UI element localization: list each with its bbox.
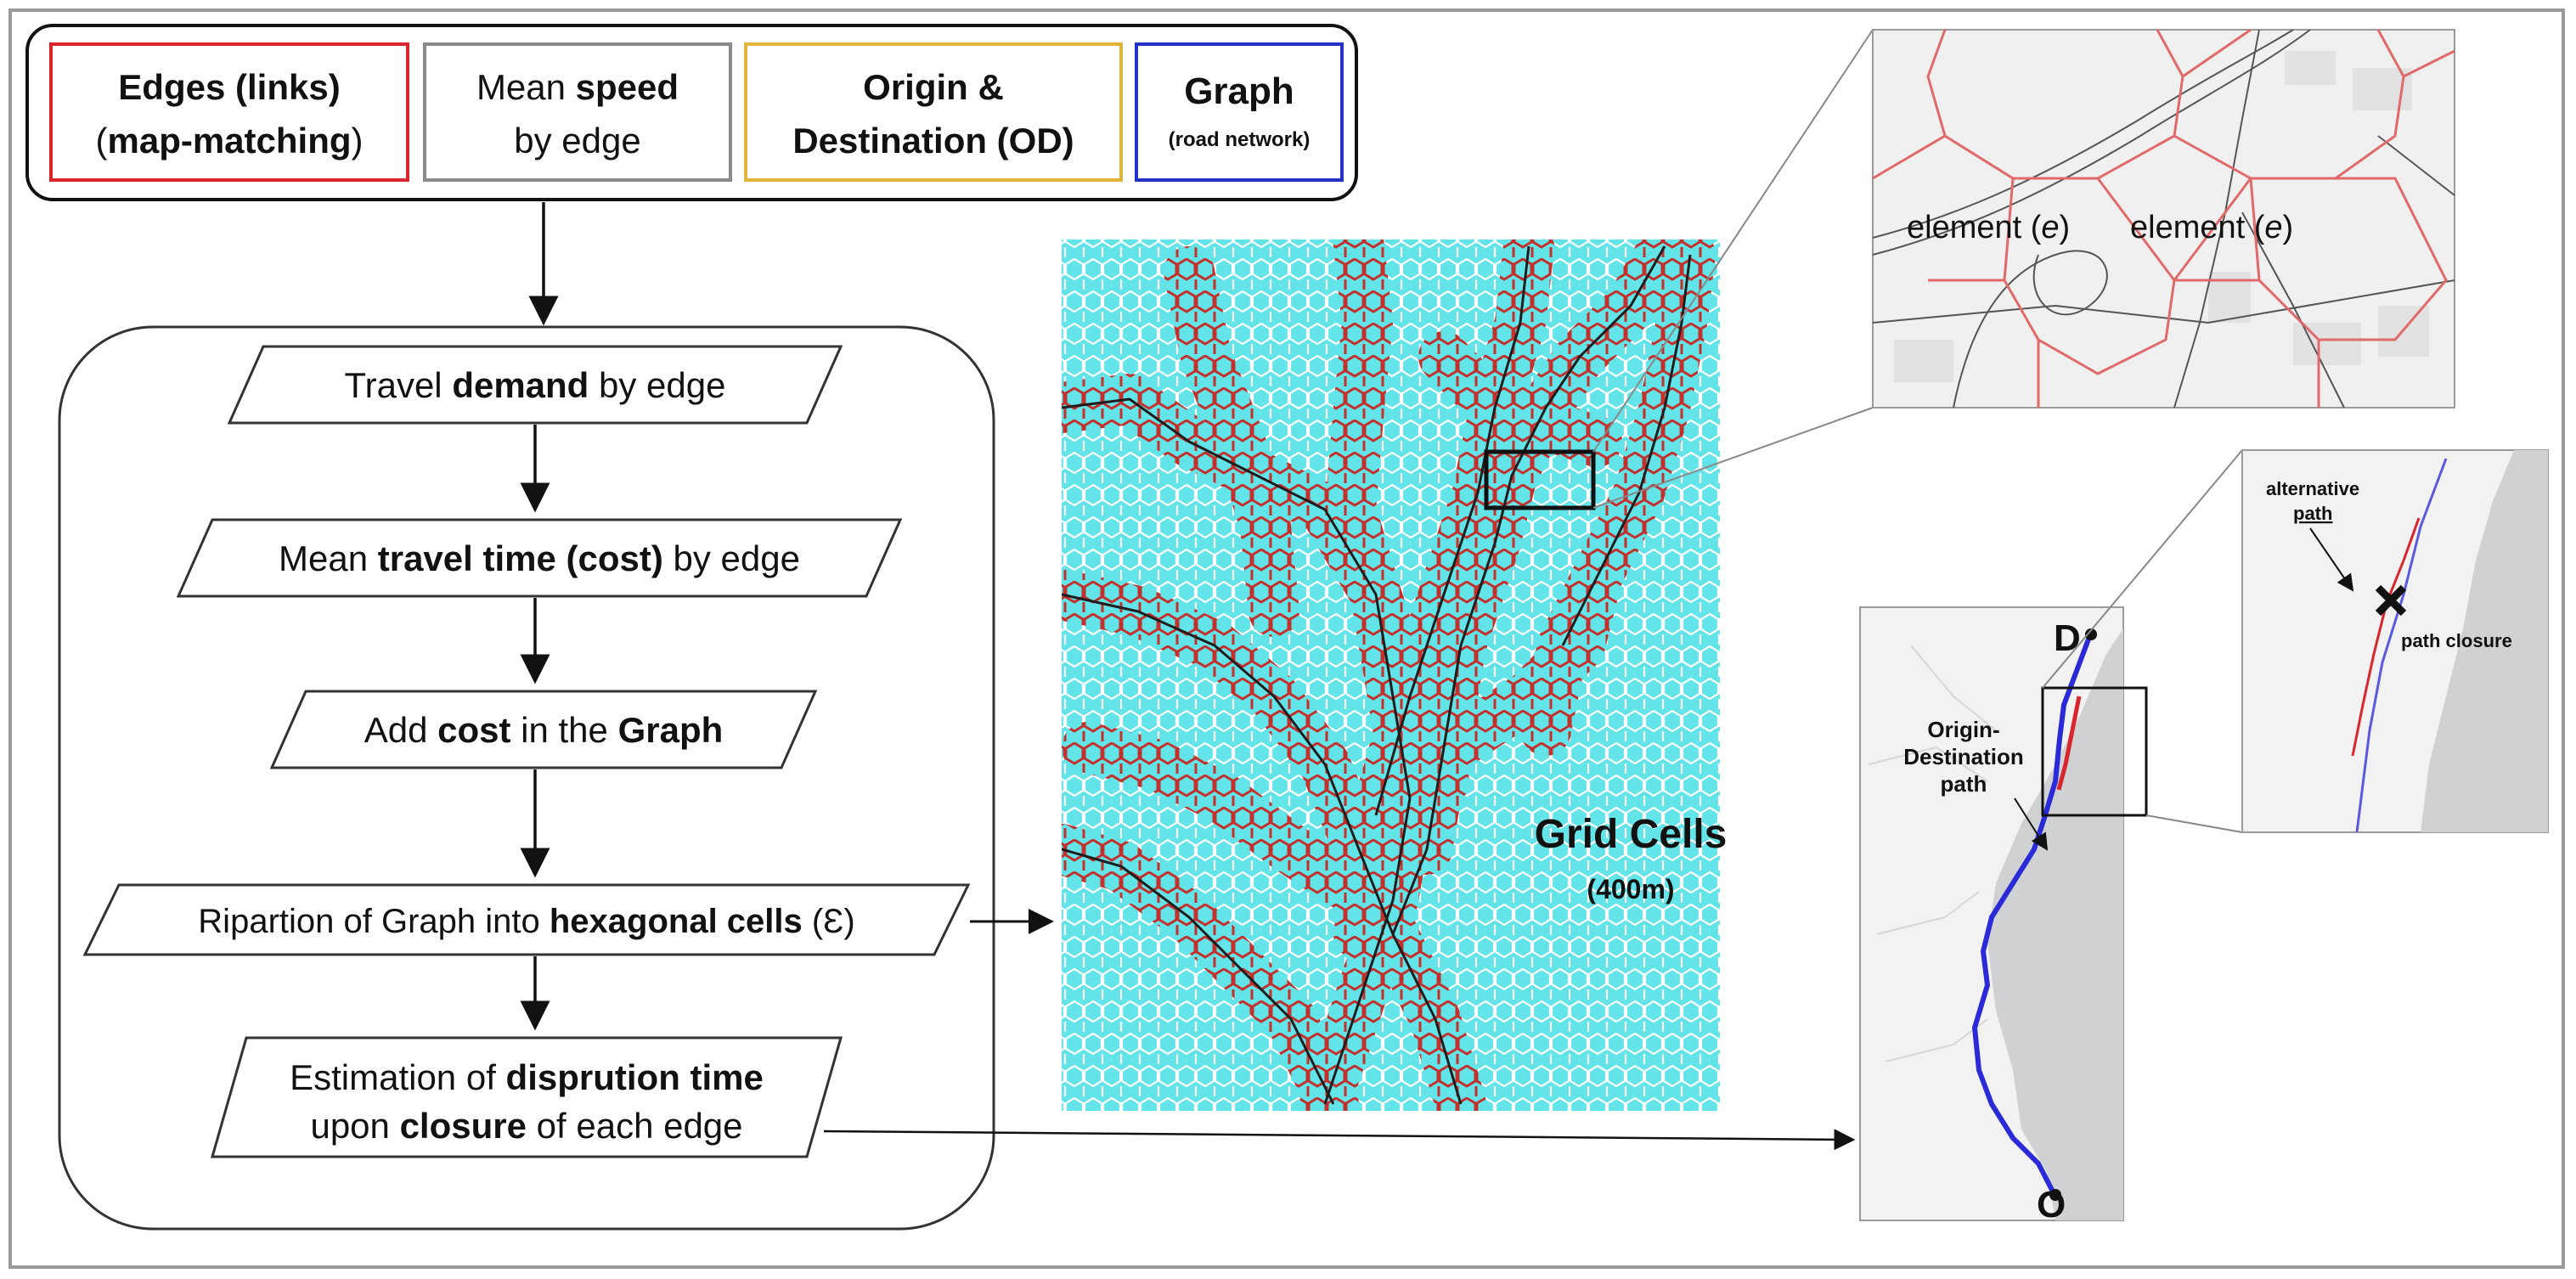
element-label-left: element (e) (1907, 210, 2070, 245)
path-closure-label: path closure (2401, 630, 2512, 651)
od-path-pointer (2014, 797, 2049, 851)
closure-red-path (2351, 517, 2421, 757)
step-demand-shape (227, 345, 843, 425)
road-cells-overlay (1062, 239, 1716, 1111)
origin-point (2049, 1189, 2061, 1201)
grid-cells-map: Grid Cells (400m) (1062, 239, 1727, 1111)
od-line1: Origin & (863, 67, 1004, 107)
grid-cells-title: Grid Cells (1535, 812, 1728, 857)
od-line2: Destination (OD) (792, 121, 1074, 161)
zoom-inset-hexagons (1872, 28, 2455, 408)
edges-box (49, 42, 409, 182)
speed-line1: Mean speed (476, 67, 679, 107)
step-ripartion-shape (82, 883, 971, 956)
zoom-connector-bottom (1592, 407, 1874, 509)
destination-label: D (2054, 617, 2081, 659)
step-add-cost-label: Add cost in the Graph (364, 710, 724, 750)
step-demand: Travel demand by edge (227, 345, 843, 425)
od-path-line (1971, 635, 2092, 1195)
path-label: path (2293, 503, 2332, 524)
arrow-to-od-map (823, 1129, 1856, 1151)
step-estimation-shape (211, 1036, 843, 1158)
zoom-inset: element (e) element (e) (1872, 28, 2455, 408)
closure-connector-bottom (2145, 814, 2243, 833)
step-demand-label: Travel demand by edge (345, 365, 726, 405)
alternative-pointer (2309, 527, 2354, 592)
od-path-label-1: Origin- (1927, 717, 1999, 742)
zoom-selection-rect (1484, 449, 1596, 510)
destination-point (2085, 628, 2097, 640)
alternative-label: alternative (2266, 478, 2359, 499)
graph-subtitle: (road network) (1169, 128, 1311, 151)
speed-line2: by edge (514, 121, 640, 161)
step-estimation: Estimation of disprution time upon closu… (211, 1036, 843, 1158)
od-path-label-3: path (1941, 771, 1987, 797)
od-alternative-path (2056, 696, 2082, 791)
step-add-cost-shape (269, 690, 818, 769)
step-ripartion-label: Ripartion of Graph into hexagonal cells … (198, 903, 854, 940)
closure-blue-path (2355, 458, 2448, 833)
zoom-connector-top (1592, 29, 1874, 453)
step-travel-time-label: Mean travel time (cost) by edge (279, 538, 800, 578)
grid-cells-subtitle: (400m) (1587, 874, 1674, 904)
graph-box (1135, 42, 1344, 182)
od-zoom-rect (2041, 686, 2148, 817)
step-estimation-line2: upon closure of each edge (310, 1106, 742, 1146)
origin-label: O (2037, 1184, 2066, 1225)
element-label-right: element (e) (2130, 210, 2293, 245)
od-box (744, 42, 1123, 182)
input-group: Edges (links) (map-matching) Mean speed … (25, 24, 1358, 201)
step-add-cost: Add cost in the Graph (269, 690, 818, 769)
speed-box (423, 42, 732, 182)
od-path-map: D O Origin- Destination path (1859, 606, 2148, 1225)
od-map-sea (1987, 607, 2123, 1220)
edges-line2: (map-matching) (95, 121, 363, 161)
step-travel-time: Mean travel time (cost) by edge (176, 518, 903, 598)
closure-connector-top (2042, 449, 2243, 689)
x-mark-icon (2375, 584, 2407, 617)
step-travel-time-shape (176, 518, 903, 598)
graph-title: Graph (1184, 70, 1294, 112)
closure-inset-sea (2421, 450, 2548, 832)
step-ripartion: Ripartion of Graph into hexagonal cells … (82, 883, 971, 956)
closure-inset: alternative path path closure (2241, 449, 2549, 833)
edges-line1: Edges (links) (118, 67, 340, 107)
od-path-label-2: Destination (1903, 744, 2024, 769)
step-estimation-line1: Estimation of disprution time (290, 1057, 764, 1097)
